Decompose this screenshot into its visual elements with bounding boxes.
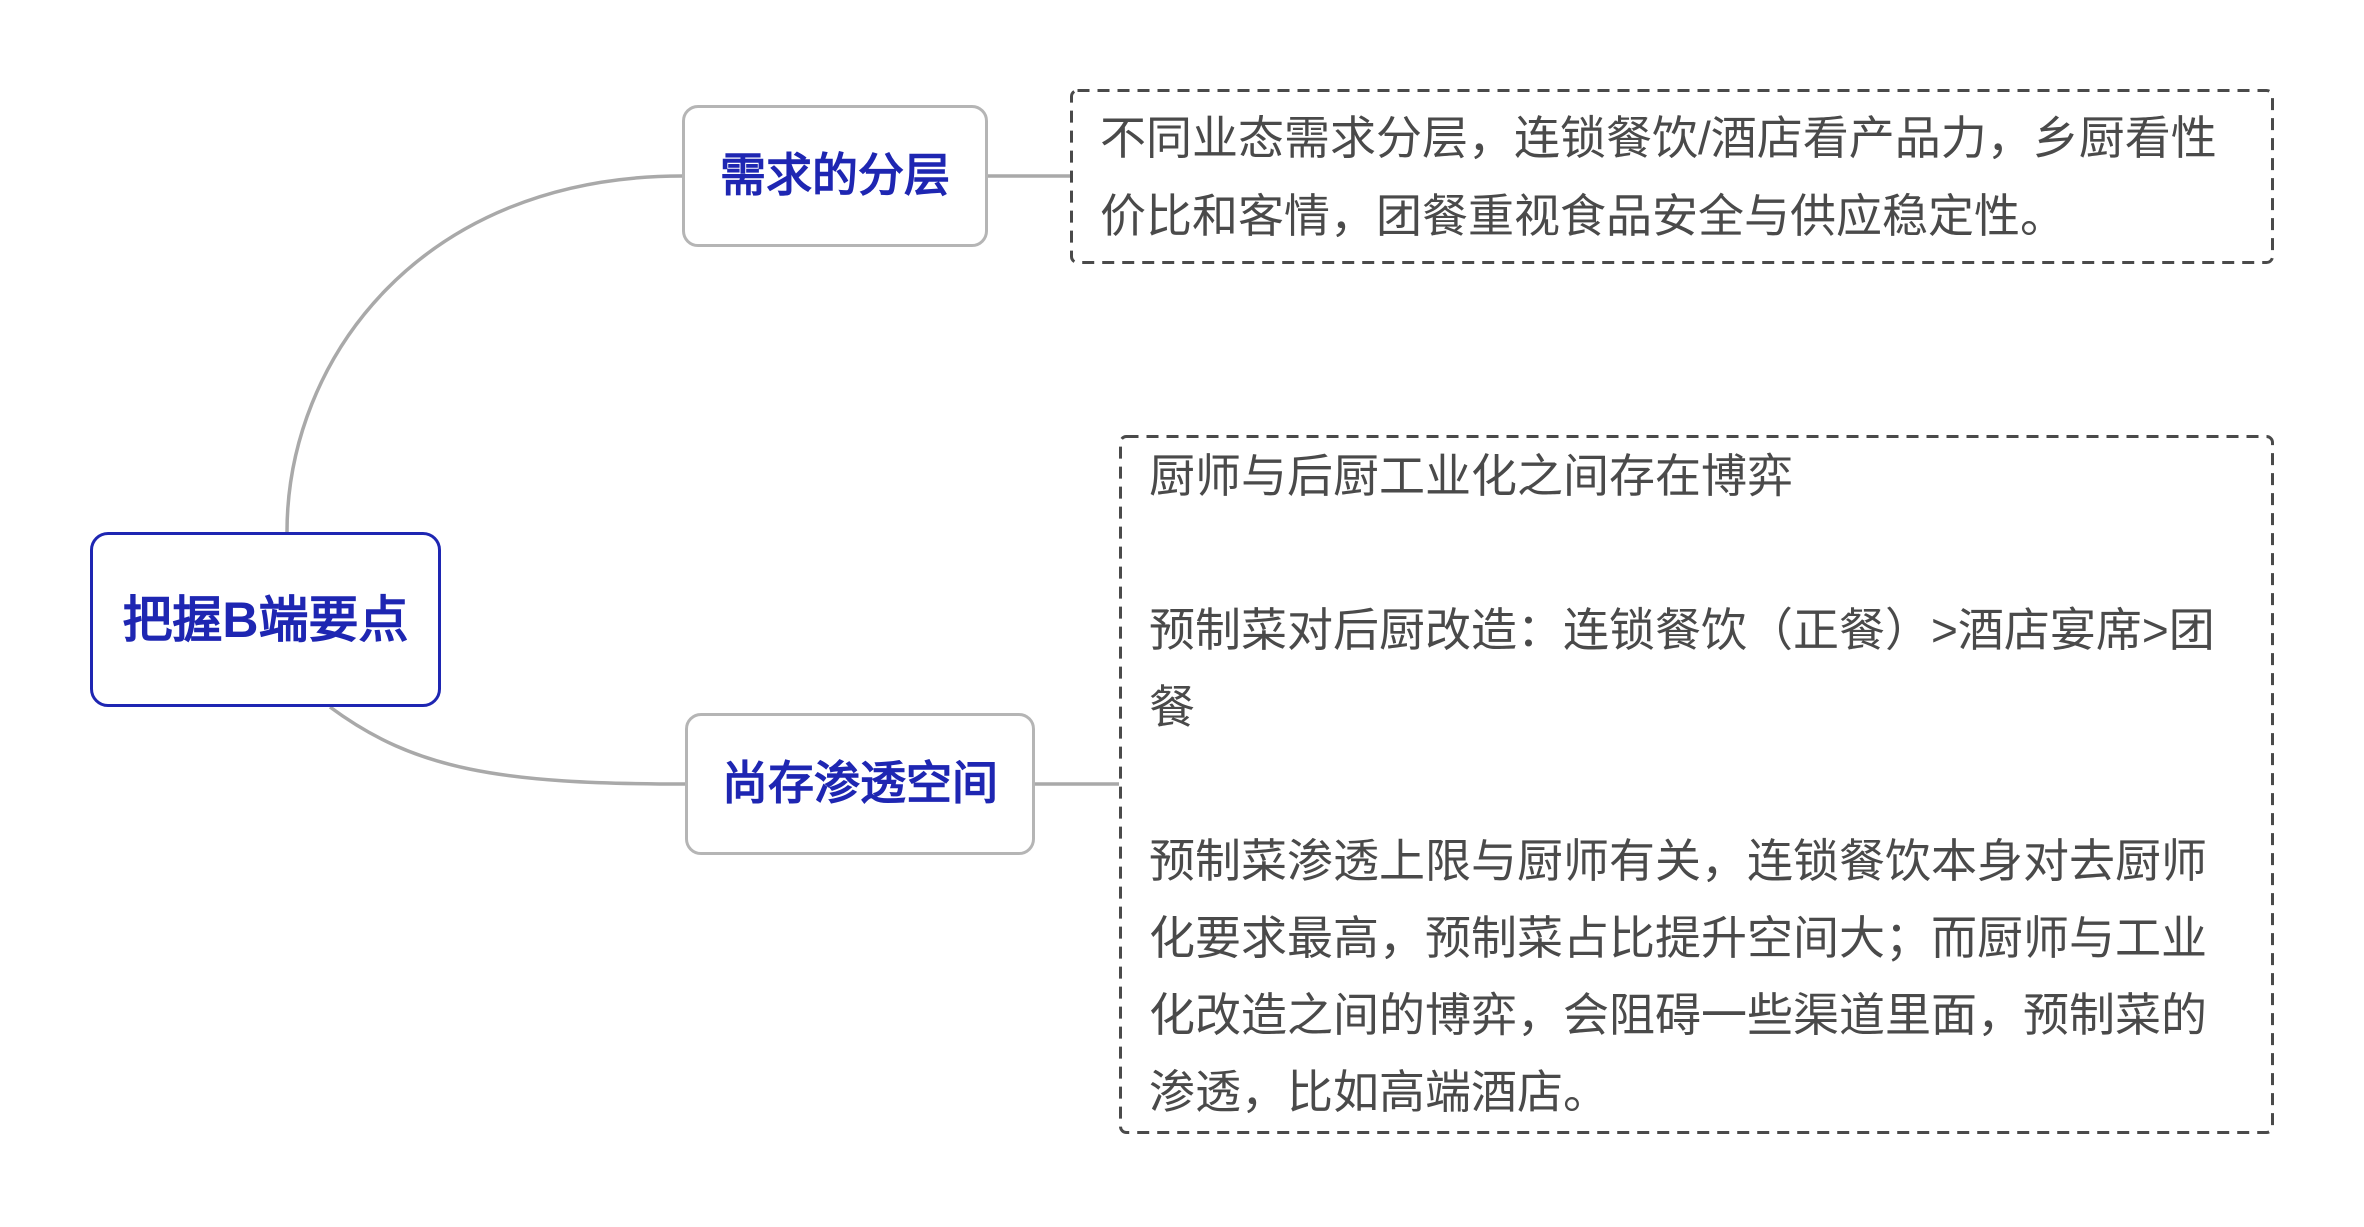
branch-node-label: 尚存渗透空间 <box>722 757 998 810</box>
detail-paragraph: 不同业态需求分层，连锁餐饮/酒店看产品力，乡厨看性价比和客情，团餐重视食品安全与… <box>1100 111 2217 242</box>
detail-paragraph: 预制菜渗透上限与厨师有关，连锁餐饮本身对去厨师化要求最高，预制菜占比提升空间大；… <box>1149 835 2207 1118</box>
root-node[interactable]: 把握B端要点 <box>90 532 441 707</box>
connector-root-to-branch2 <box>328 705 686 786</box>
branch-node-demand-layering[interactable]: 需求的分层 <box>682 105 988 247</box>
detail-paragraph: 厨师与后厨工业化之间存在博弈 <box>1149 450 1793 502</box>
branch-node-label: 需求的分层 <box>720 149 950 202</box>
detail-box-penetration-space[interactable]: 厨师与后厨工业化之间存在博弈 预制菜对后厨改造：连锁餐饮（正餐）>酒店宴席>团餐… <box>1119 435 2274 1134</box>
detail-box-demand-layering[interactable]: 不同业态需求分层，连锁餐饮/酒店看产品力，乡厨看性价比和客情，团餐重视食品安全与… <box>1070 89 2274 264</box>
connector-root-to-branch1 <box>285 174 683 533</box>
detail-paragraph: 预制菜对后厨改造：连锁餐饮（正餐）>酒店宴席>团餐 <box>1149 604 2215 733</box>
branch-node-penetration-space[interactable]: 尚存渗透空间 <box>685 713 1035 855</box>
root-node-label: 把握B端要点 <box>122 591 409 648</box>
